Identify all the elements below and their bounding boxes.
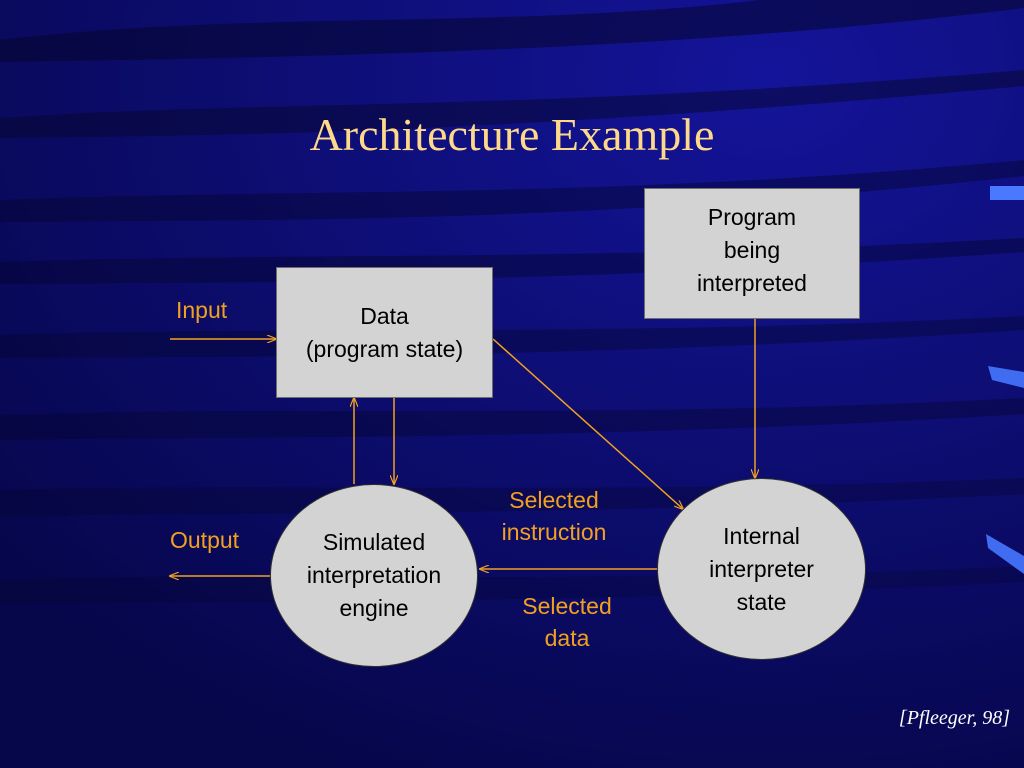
selected-instruction-line-1: Selected [509, 487, 599, 513]
program-being-interpreted-box: Program being interpreted [644, 188, 860, 319]
data-program-state-box: Data (program state) [276, 267, 493, 398]
program-box-line-1: Program [707, 204, 797, 230]
selected-data-label: Selected data [500, 590, 634, 654]
engine-line-2: interpretation [306, 562, 442, 588]
selected-data-line-2: data [544, 625, 590, 651]
output-label: Output [170, 527, 240, 553]
program-box-line-3: interpreted [697, 270, 807, 296]
selected-data-line-1: Selected [522, 593, 612, 619]
engine-line-1: Simulated [322, 529, 426, 555]
simulated-interpretation-engine-node: Simulated interpretation engine [270, 484, 478, 667]
internal-interpreter-state-node: Internal interpreter state [657, 478, 866, 660]
data-box-line-1: Data [360, 302, 409, 329]
citation: [Pfleeger, 98] [898, 707, 1010, 729]
data-to-state-arrow [492, 338, 683, 509]
input-label: Input [176, 297, 228, 323]
program-box-line-2: being [723, 237, 781, 263]
data-box-line-2: (program state) [305, 335, 464, 362]
engine-line-3: engine [339, 595, 409, 621]
slide-title: Architecture Example [309, 109, 715, 160]
state-line-2: interpreter [709, 555, 814, 582]
state-line-1: Internal [723, 522, 800, 549]
selected-instruction-label: Selected instruction [486, 484, 622, 548]
selected-instruction-line-2: instruction [501, 519, 607, 545]
state-line-3: state [736, 588, 787, 615]
